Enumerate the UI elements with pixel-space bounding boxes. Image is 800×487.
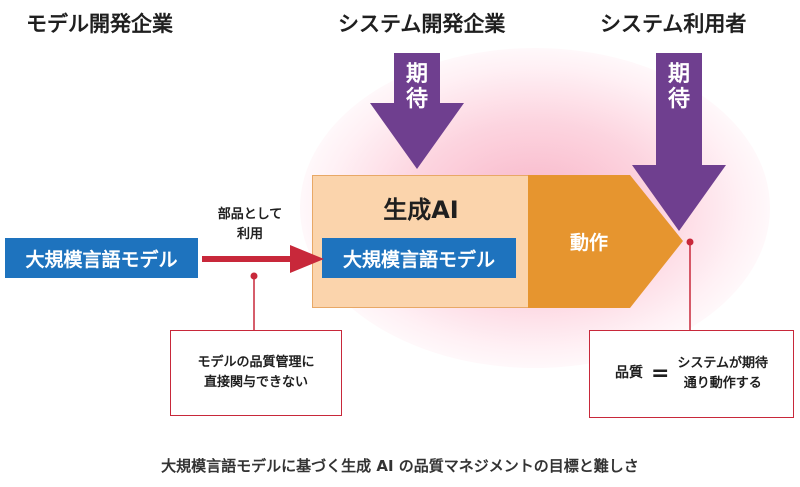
genai-title: 生成AI bbox=[383, 196, 459, 224]
caption: 大規模言語モデルに基づく生成 AI の品質マネジメントの目標と難しさ bbox=[161, 457, 639, 475]
expectation-arrow-system-user bbox=[632, 53, 726, 231]
header-model-dev: モデル開発企業 bbox=[26, 12, 173, 36]
action-label: 動作 bbox=[570, 232, 609, 254]
note-quality-control: モデルの品質管理に 直接関与できない bbox=[170, 330, 342, 416]
note-left-line-1: モデルの品質管理に bbox=[197, 354, 315, 370]
action-arrow bbox=[528, 175, 683, 308]
genai-llm-box: 大規模言語モデル bbox=[322, 238, 516, 278]
usage-arrow bbox=[202, 245, 324, 273]
quality-definition-line-1: システムが期待 bbox=[677, 355, 769, 371]
quality-term: 品質 bbox=[614, 365, 643, 382]
usage-label-line-1: 部品として bbox=[217, 207, 283, 222]
usage-label: 部品として 利用 bbox=[210, 205, 290, 245]
note-quality-definition: 品質 = システムが期待 通り動作する bbox=[589, 330, 794, 418]
expectation-arrow-system-dev bbox=[370, 53, 464, 169]
usage-label-line-2: 利用 bbox=[236, 227, 263, 243]
expectation-label-system-dev: 期 待 bbox=[405, 62, 428, 113]
llm-source-box: 大規模言語モデル bbox=[5, 238, 198, 278]
equals-sign: = bbox=[650, 360, 670, 386]
note-left-line-2: 直接関与できない bbox=[203, 375, 308, 390]
expectation-label-system-user: 期 待 bbox=[667, 62, 690, 113]
header-system-user: システム利用者 bbox=[600, 12, 747, 36]
quality-definition-line-2: 通り動作する bbox=[683, 376, 762, 391]
header-system-dev: システム開発企業 bbox=[338, 12, 506, 36]
